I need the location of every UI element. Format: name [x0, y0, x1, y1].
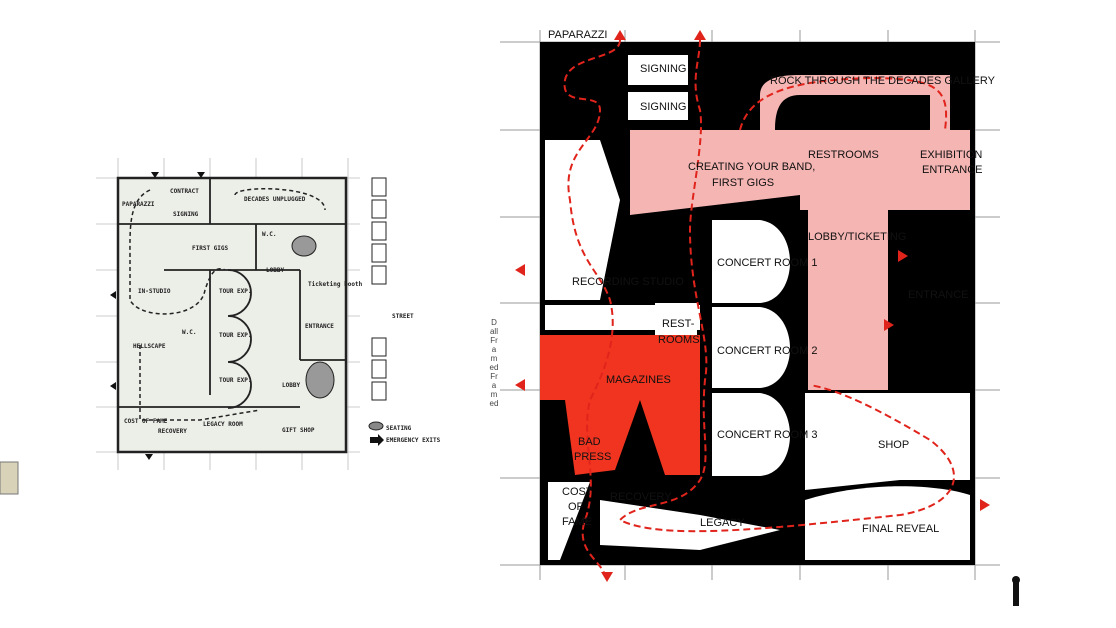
room-label: ROOMS — [658, 334, 700, 346]
sketch-label: LOBBY — [282, 382, 300, 389]
legend-exit-icon — [370, 434, 384, 446]
room-label: ENTRANCE — [922, 164, 983, 176]
sketch-label: IN-STUDIO — [138, 288, 171, 295]
legend-label: SEATING — [386, 425, 412, 432]
room-label: ENTRANCE — [908, 289, 969, 301]
sketch-label: Ticketing booth — [308, 281, 363, 288]
sketch-label: TOUR EXP. — [219, 288, 252, 295]
room-label: FAME — [562, 516, 592, 528]
sketch-floor-plan: PAPARAZZI CONTRACT SIGNING DECADES UNPLU… — [96, 158, 441, 470]
sketch-label: W.C. — [262, 231, 276, 238]
sketch-label: DECADES UNPLUGGED — [244, 196, 306, 203]
legend-label: EMERGENCY EXITS — [386, 437, 441, 444]
sketch-label: FIRST GIGS — [192, 245, 229, 252]
sketch-label: GIFT SHOP — [282, 427, 315, 434]
room-label: CREATING YOUR BAND, — [688, 161, 815, 173]
room-label: OF — [568, 501, 584, 513]
legend-seating-icon — [368, 421, 384, 431]
sketch-label: STREET — [392, 313, 414, 320]
room-label: PAPARAZZI — [548, 29, 608, 41]
sketch-label: ENTRANCE — [305, 323, 334, 330]
room-label: PRESS — [574, 451, 611, 463]
sketch-label: TOUR EXP. — [219, 332, 252, 339]
red-zone — [540, 335, 700, 475]
seating-icon — [291, 235, 317, 257]
emergency-exit-icons — [110, 172, 205, 460]
sketch-label: W.C. — [182, 329, 196, 336]
room-label: REST- — [662, 318, 695, 330]
room-label: LEGACY — [700, 517, 745, 529]
sketch-label: RECOVERY — [158, 428, 187, 435]
visitor-path — [563, 39, 955, 576]
room-label: LOBBY/TICKETING — [808, 231, 906, 243]
room-label: CONCERT ROOM 2 — [717, 345, 817, 357]
room-label: CONCERT ROOM 1 — [717, 257, 817, 269]
sketch-label: PAPARAZZI — [122, 201, 155, 208]
room-label: CONCERT ROOM 3 — [717, 429, 817, 441]
room-label: RECORDING STUDIO — [572, 276, 684, 288]
sketch-label: COST OF FAME — [124, 418, 168, 425]
room-label: EXHIBITION — [920, 149, 982, 161]
sketch-label: CONTRACT — [170, 188, 199, 195]
room-label: SIGNING — [640, 101, 686, 113]
exit-arrow-icons — [515, 30, 990, 582]
sketch-path — [129, 188, 326, 421]
seating-icon — [305, 361, 335, 399]
room-label: ROCK THROUGH THE DECADES GALLERY — [770, 75, 996, 87]
room-label: BAD — [578, 436, 601, 448]
sketch-label: HELLSCAPE — [133, 343, 166, 350]
room-label: FINAL REVEAL — [862, 523, 939, 535]
sketch-label: TOUR EXP. — [219, 377, 252, 384]
final-floor-plan: PAPARAZZI SIGNING SIGNING ROCK THROUGH T… — [500, 29, 1020, 606]
sketch-label: LOBBY — [266, 267, 284, 274]
room-label: SIGNING — [640, 63, 686, 75]
room-label: MAGAZINES — [606, 374, 671, 386]
room-label: RECOVERY — [610, 491, 672, 503]
room-label: RESTROOMS — [808, 149, 879, 161]
street-parking — [371, 177, 387, 401]
thumbnail-icon — [0, 461, 19, 495]
room-label: COST — [562, 486, 593, 498]
room-label: SHOP — [878, 439, 909, 451]
sketch-label: SIGNING — [173, 211, 199, 218]
sketch-label: LEGACY ROOM — [203, 421, 243, 428]
side-note: Dall Framed Framed — [489, 318, 499, 408]
room-label: FIRST GIGS — [712, 177, 774, 189]
north-arrow-icon — [1012, 576, 1020, 606]
